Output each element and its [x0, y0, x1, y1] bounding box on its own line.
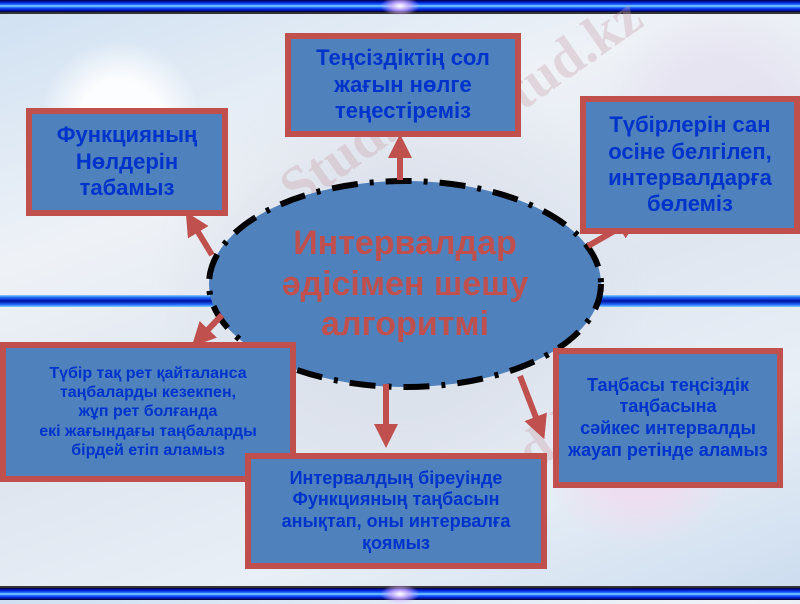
center-title: Интервалдар әдісімен шешу алгоритмі [209, 181, 601, 387]
step-text-line: Нөлдерін [75, 148, 179, 174]
step-text-line: анықтап, оны интервалға [281, 511, 511, 531]
step-text-line: қоямыз [362, 532, 430, 553]
step-box-mark-roots: Түбірлерін сан осіне белгілеп, интервалд… [580, 96, 800, 234]
step-text-line: Функцияның [56, 122, 198, 148]
step-text-line: теңестіреміз [334, 98, 472, 124]
step-text-line: жағын нөлге [334, 71, 472, 97]
step-box-find-zeros: Функцияның Нөлдерін табамыз [26, 108, 228, 216]
step-box-take-answer: Таңбасы теңсіздік таңбасына сәйкес интер… [553, 348, 783, 488]
center-title-line: алгоритмі [321, 305, 489, 344]
bottom-sparkle [380, 584, 420, 604]
step-text-line: таңбаларды кезекпен, [59, 384, 237, 402]
step-text-line: жұп рет болғанда [78, 403, 218, 421]
step-text-line: жауап ретінде аламыз [568, 439, 768, 460]
step-text-line: Теңсіздіктің сол [316, 45, 490, 71]
top-sparkle [380, 0, 420, 16]
step-text-line: сәйкес интервалды [580, 418, 756, 438]
step-text-line: Функцияның таңбасын [292, 489, 500, 510]
step-text-line: Түбірлерін сан [609, 112, 771, 138]
step-text-line: Түбір тақ рет қайталанса [49, 365, 247, 383]
step-box-equalize-zero: Теңсіздіктің сол жағын нөлге теңестіремі… [285, 33, 521, 137]
step-text-line: екі жағындағы таңбаларды [39, 422, 257, 440]
center-title-line: Интервалдар [293, 223, 517, 262]
ellipse-dashed-border [206, 178, 604, 390]
step-text-line: интервалдарға [608, 165, 772, 190]
step-text-line: Интервалдың біреуінде [289, 467, 503, 488]
step-text-line: бірдей етіп аламыз [71, 441, 225, 459]
center-title-line: әдісімен шешу [281, 264, 529, 303]
step-text-line: таңбасына [619, 396, 717, 417]
step-box-determine-sign: Интервалдың біреуінде Функцияның таңбасы… [245, 453, 547, 569]
step-text-line: табамыз [79, 175, 175, 201]
step-text-line: Таңбасы теңсіздік [586, 374, 750, 395]
step-text-line: осіне белгілеп, [608, 138, 772, 164]
step-text-line: бөлеміз [647, 191, 733, 217]
